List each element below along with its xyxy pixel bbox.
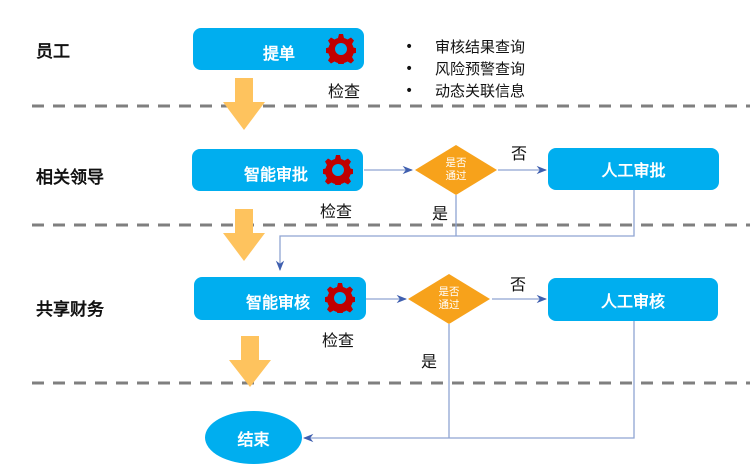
check-label: 检查 <box>322 331 355 350</box>
decision-diamond[interactable] <box>415 145 497 195</box>
smart-approval-node[interactable]: 智能审批 <box>192 149 363 191</box>
feature-item: •动态关联信息 <box>405 82 526 100</box>
end-node-label: 结束 <box>237 429 270 449</box>
no-label: 否 <box>510 275 527 294</box>
lane-label-finance: 共享财务 <box>36 300 104 320</box>
lane-label-leader: 相关领导 <box>36 168 104 188</box>
smart-audit-label: 智能审核 <box>246 293 311 312</box>
gear-icon <box>326 34 356 64</box>
check-label: 检查 <box>328 82 361 101</box>
manual-audit-node[interactable]: 人工审核 <box>548 278 718 321</box>
down-arrow-icon <box>223 209 265 261</box>
down-arrow-icon <box>223 78 265 130</box>
decision-diamond[interactable] <box>408 274 490 324</box>
manual-approval-label: 人工审批 <box>601 161 666 180</box>
no-label: 否 <box>511 144 528 163</box>
manual-approval-node[interactable]: 人工审批 <box>548 148 719 190</box>
lane-label-employee: 员工 <box>36 42 70 62</box>
decision-label: 是否通过 <box>438 286 460 311</box>
feature-item: •审核结果查询 <box>405 38 526 56</box>
check-label: 检查 <box>320 202 353 221</box>
feature-list: •审核结果查询 •风险预警查询 •动态关联信息 <box>405 36 525 102</box>
down-arrow-icon <box>229 336 271 387</box>
connector <box>275 190 635 272</box>
smart-audit-node[interactable]: 智能审核 <box>194 277 366 320</box>
gear-icon <box>325 283 355 313</box>
yes-label: 是 <box>432 204 449 223</box>
submit-node[interactable]: 提单 <box>193 28 364 70</box>
yes-label: 是 <box>421 352 438 371</box>
gear-icon <box>323 155 353 185</box>
submit-node-label: 提单 <box>263 44 296 63</box>
decision-label: 是否通过 <box>445 157 467 182</box>
connector <box>302 320 635 443</box>
manual-audit-label: 人工审核 <box>600 291 665 311</box>
feature-item: •风险预警查询 <box>405 60 526 78</box>
end-node[interactable]: 结束 <box>205 411 302 464</box>
smart-approval-label: 智能审批 <box>244 165 309 184</box>
